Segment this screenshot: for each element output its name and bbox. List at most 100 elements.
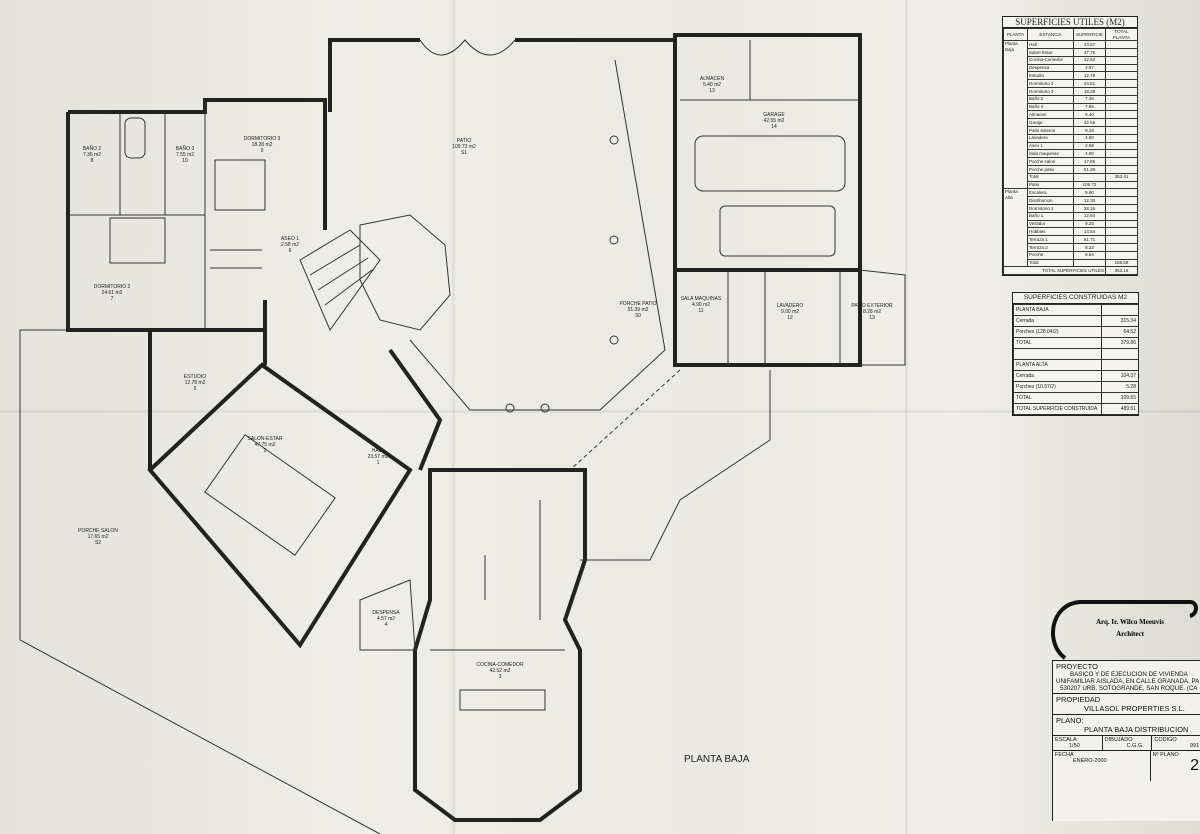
codigo-label: CODIGO bbox=[1154, 737, 1177, 743]
room-area: 17.65 m2 bbox=[88, 534, 109, 540]
staircase bbox=[299, 229, 381, 332]
bed-icon bbox=[109, 217, 166, 264]
total-cell: 353.41 bbox=[1105, 172, 1138, 182]
total-cell bbox=[1105, 79, 1138, 88]
room-number: 13 bbox=[869, 315, 875, 321]
superficie-cell: 109.73 bbox=[1073, 180, 1106, 190]
total-cell bbox=[1105, 242, 1138, 252]
architect-logo: Arq. Ir. Wilco Meeuvis Architect bbox=[1051, 600, 1198, 660]
room-number: 6 bbox=[289, 248, 292, 254]
total-cell bbox=[1105, 47, 1138, 57]
estancia-cell: Terraza 2 bbox=[1027, 242, 1074, 252]
row-value: 489.51 bbox=[1101, 403, 1139, 415]
total-cell bbox=[1105, 71, 1138, 81]
porche-salon-outline bbox=[19, 329, 381, 834]
column-header: ESTANCIA bbox=[1027, 27, 1074, 42]
total-cell bbox=[1105, 211, 1138, 221]
superficie-cell: 7.55 bbox=[1073, 102, 1106, 112]
superficie-cell: 12.30 bbox=[1073, 196, 1106, 205]
superficie-cell: 2.58 bbox=[1073, 141, 1106, 151]
superficie-cell: 12.78 bbox=[1073, 71, 1106, 81]
table-row: PLANTA BAJA bbox=[1013, 304, 1139, 316]
room-name: SALON-ESTAR bbox=[248, 436, 283, 442]
hall-walls bbox=[148, 330, 443, 471]
estancia-cell: Total bbox=[1027, 172, 1074, 182]
room-area: 23.57 m2 bbox=[368, 454, 389, 460]
total-cell bbox=[1105, 164, 1138, 174]
estancia-cell: Lavadero bbox=[1027, 133, 1074, 143]
plano-label: PLANO: bbox=[1056, 716, 1084, 725]
estancia-cell: Baño 3 bbox=[1027, 102, 1074, 112]
estancia-cell: Aseo 1 bbox=[1027, 141, 1074, 151]
superficie-cell: 8.32 bbox=[1073, 242, 1106, 252]
architect-name: Arq. Ir. Wilco Meeuvis bbox=[1096, 618, 1164, 626]
room-label-bano-2: BAÑO 27.36 m28 bbox=[83, 145, 102, 164]
row-value: 104.37 bbox=[1101, 370, 1139, 382]
column bbox=[609, 135, 619, 145]
superficie-cell: 7.36 bbox=[1073, 94, 1106, 104]
superficie-cell: 9.90 bbox=[1073, 188, 1106, 198]
room-area: 5.40 m2 bbox=[703, 82, 721, 88]
room-number: S0 bbox=[635, 313, 641, 319]
estancia-cell: Hobbies bbox=[1027, 227, 1074, 237]
superficie-cell: 61.71 bbox=[1073, 235, 1106, 244]
row-value bbox=[1101, 359, 1139, 371]
room-name: LAVADERO bbox=[777, 303, 804, 309]
estancia-cell: Total bbox=[1027, 258, 1074, 268]
room-number: 5 bbox=[194, 386, 197, 392]
column bbox=[609, 235, 619, 245]
superficie-cell: 47.75 bbox=[1073, 47, 1106, 57]
total-cell bbox=[1105, 157, 1138, 166]
proyecto-line: UNIFAMILIAR AISLADA, EN CALLE GRANADA, P… bbox=[1056, 678, 1200, 685]
fold-line bbox=[0, 410, 1200, 413]
porche-patio-outline bbox=[409, 59, 666, 411]
dining-table-icon bbox=[459, 689, 546, 711]
room-number: 8 bbox=[91, 158, 94, 164]
table-row bbox=[1013, 348, 1139, 360]
room-name: ASEO 1 bbox=[281, 236, 299, 242]
row-label: PLANTA BAJA bbox=[1013, 304, 1102, 316]
table-title: SUPERFICIES CONSTRUIDAS M2 bbox=[1013, 293, 1138, 304]
fold-line bbox=[452, 0, 455, 834]
room-number: S2 bbox=[95, 540, 101, 546]
superficie-cell: 8.28 bbox=[1073, 125, 1106, 135]
superficie-cell: 42.55 bbox=[1073, 118, 1106, 127]
propiedad-label: PROPIEDAD bbox=[1056, 695, 1101, 704]
superficie-cell: 51.39 bbox=[1073, 164, 1106, 174]
room-area: 8.28 m2 bbox=[863, 309, 881, 315]
superficie-cell: 4.90 bbox=[1073, 149, 1106, 159]
path-outline bbox=[580, 370, 771, 561]
room-name: PORCHE PATIO bbox=[619, 301, 656, 307]
escala-label: ESCALA bbox=[1055, 737, 1077, 743]
room-name: PATIO bbox=[457, 138, 471, 144]
total-cell bbox=[1105, 149, 1138, 159]
estancia-cell: Porche bbox=[1027, 250, 1074, 260]
row-label: TOTAL SUPERFICIE CONSTRUIDA bbox=[1013, 403, 1102, 415]
total-cell bbox=[1105, 102, 1138, 112]
row-label: TOTAL bbox=[1013, 392, 1102, 404]
room-name: ESTUDIO bbox=[184, 374, 206, 380]
superficie-cell: 28.16 bbox=[1073, 203, 1106, 213]
total-cell bbox=[1105, 227, 1138, 237]
fold-line bbox=[905, 0, 908, 834]
room-name: BAÑO 3 bbox=[176, 145, 195, 152]
despensa-outline bbox=[359, 579, 416, 651]
room-area: 42.52 m2 bbox=[490, 668, 511, 674]
room-area: 12.78 m2 bbox=[185, 380, 206, 386]
room-number: 12 bbox=[787, 315, 793, 321]
row-label: Cerrada bbox=[1013, 370, 1102, 382]
total-cell: 156.58 bbox=[1105, 258, 1138, 268]
estancia-cell: Dormitorio 1 bbox=[1027, 203, 1074, 213]
room-number: 2 bbox=[264, 448, 267, 454]
row-label: Porches (10.57/2) bbox=[1013, 381, 1102, 393]
row-label: PLANTA ALTA bbox=[1013, 359, 1102, 371]
